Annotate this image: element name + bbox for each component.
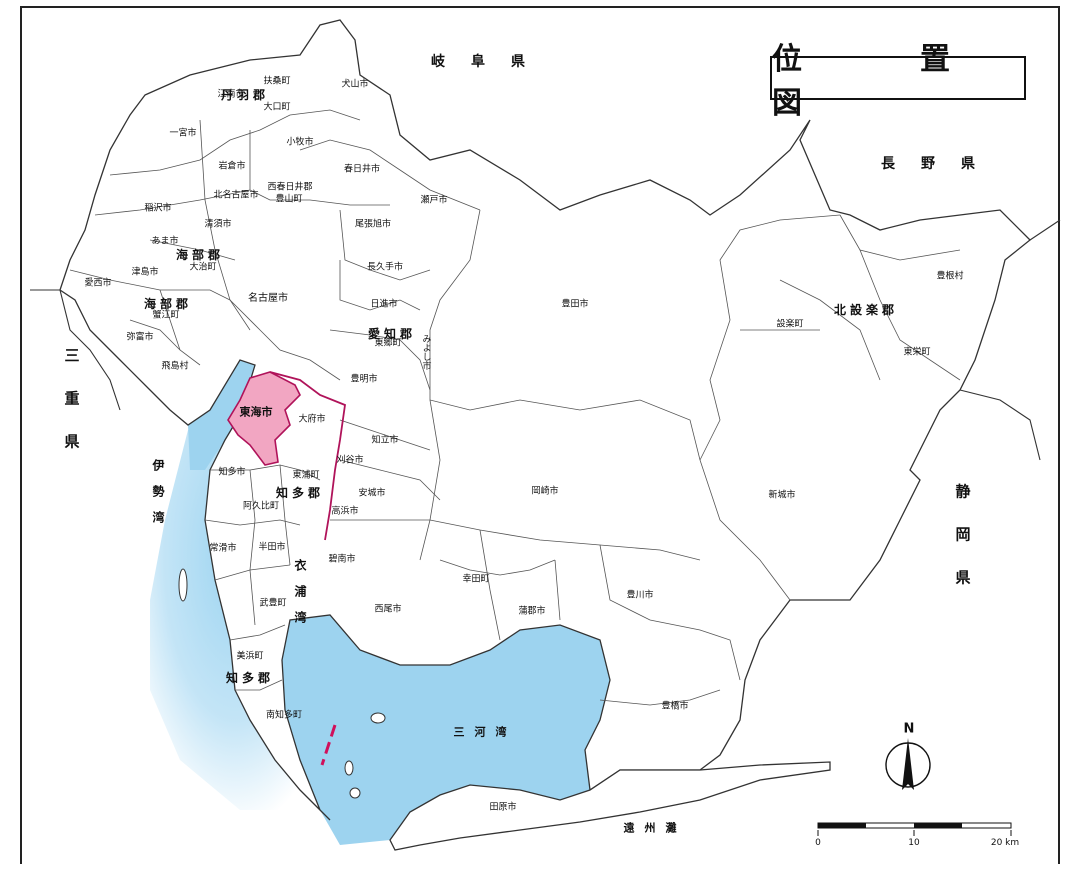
municipality-kota[interactable]: 幸田町 [462, 574, 490, 585]
municipality-taketoyo[interactable]: 武豊町 [259, 598, 287, 609]
ise-bay-label: 伊勢湾 [151, 459, 165, 537]
district-ama-2: 海部郡 [143, 297, 193, 311]
municipality-kiyosu[interactable]: 清須市 [204, 219, 232, 230]
municipality-seto[interactable]: 瀬戸市 [420, 195, 448, 206]
highlight-boundary [269, 371, 346, 541]
kinuura-bay-label: 衣浦湾 [293, 559, 307, 637]
scale-label-10: 10 [908, 838, 920, 848]
municipality-toyota[interactable]: 豊田市 [561, 299, 589, 310]
district-chita-2: 知多郡 [225, 671, 275, 685]
municipality-owariasahi[interactable]: 尾張旭市 [354, 219, 392, 230]
municipality-kitanagoya[interactable]: 北名古屋市 [213, 190, 259, 201]
outer-lines [30, 219, 1061, 461]
ise-bay-north [188, 360, 255, 470]
municipality-ichinomiya[interactable]: 一宮市 [169, 128, 197, 139]
municipality-komaki[interactable]: 小牧市 [286, 137, 314, 148]
atsumi-peninsula [389, 761, 831, 851]
municipality-oguchi[interactable]: 大口町 [263, 102, 291, 113]
map-title: 位 置 図 [772, 42, 1068, 121]
municipality-tsushima[interactable]: 津島市 [131, 267, 159, 278]
municipality-agui[interactable]: 阿久比町 [242, 501, 280, 512]
municipality-nisshin[interactable]: 日進市 [370, 299, 398, 310]
municipality-aisai[interactable]: 愛西市 [84, 278, 112, 289]
mikawa-bay-label: 三河湾 [453, 725, 517, 739]
municipality-kanie[interactable]: 蟹江町 [152, 310, 180, 321]
municipality-higashiura[interactable]: 東浦町 [292, 470, 320, 481]
municipality-fusou[interactable]: 扶桑町 [263, 76, 291, 87]
municipality-konan[interactable]: 江南市 [217, 89, 245, 100]
scale-label-20: 20 km [990, 838, 1020, 848]
municipality-toyokawa[interactable]: 豊川市 [626, 590, 654, 601]
mikawa-bay-water [282, 615, 610, 845]
enshu-nada-label: 遠州灘 [623, 821, 687, 835]
municipality-okazaki[interactable]: 岡崎市 [531, 486, 559, 497]
municipality-shitara[interactable]: 設楽町 [776, 319, 804, 330]
municipality-gamagori[interactable]: 蒲郡市 [518, 606, 546, 617]
municipality-amas[interactable]: あま市 [151, 236, 179, 247]
municipality-oharu[interactable]: 大治町 [189, 262, 217, 273]
municipality-yatomi[interactable]: 弥富市 [126, 332, 154, 343]
municipality-tobishima[interactable]: 飛島村 [161, 361, 189, 372]
district-chita-1: 知多郡 [275, 486, 325, 500]
municipality-shinshiro[interactable]: 新城市 [768, 490, 796, 501]
municipality-toyoyama[interactable]: 豊山町 [275, 194, 303, 205]
municipality-nagoya[interactable]: 名古屋市 [248, 293, 288, 304]
municipality-anjo[interactable]: 安城市 [358, 488, 386, 499]
municipality-tokoname[interactable]: 常滑市 [209, 543, 237, 554]
municipality-mihama[interactable]: 美浜町 [236, 651, 264, 662]
municipality-toyohashi[interactable]: 豊橋市 [661, 701, 689, 712]
municipality-togo[interactable]: 東郷町 [374, 338, 402, 349]
municipality-kasugai[interactable]: 春日井市 [343, 164, 381, 175]
municipality-hekinan[interactable]: 碧南市 [328, 554, 356, 565]
municipality-toyone[interactable]: 豊根村 [936, 271, 964, 282]
municipality-tokai[interactable]: 東海市 [239, 405, 273, 419]
district-aichi: 愛知郡 [367, 327, 417, 341]
municipality-handa[interactable]: 半田市 [258, 542, 286, 553]
district-niwa: 丹羽郡 [220, 88, 270, 102]
district-kitashitara: 北設楽郡 [833, 303, 899, 317]
ferry-route-marker [320, 724, 337, 766]
map-title-box: 位 置 図 [770, 42, 1026, 121]
map-frame [20, 6, 1060, 864]
district-ama-1: 海部郡 [175, 248, 225, 262]
municipal-boundaries [69, 109, 961, 706]
municipality-nagakute[interactable]: 長久手市 [366, 262, 404, 273]
municipality-iwakura[interactable]: 岩倉市 [218, 161, 246, 172]
prefecture-shizuoka: 静岡県 [953, 483, 972, 613]
municipality-inazawa[interactable]: 稲沢市 [144, 203, 172, 214]
municipality-miyoshi[interactable]: みよし市 [420, 334, 431, 370]
municipality-kariya[interactable]: 刈谷市 [336, 455, 364, 466]
prefecture-mie: 三重県 [62, 347, 81, 477]
municipality-inuyama[interactable]: 犬山市 [341, 79, 369, 90]
municipality-toei[interactable]: 東栄町 [903, 347, 931, 358]
municipality-takahama[interactable]: 高浜市 [331, 506, 359, 517]
municipality-minamichita[interactable]: 南知多町 [265, 710, 303, 721]
compass-north-label: N [903, 721, 915, 737]
prefecture-gifu: 岐阜県 [431, 54, 551, 70]
district-nishikasugai: 西春日井郡 [267, 182, 313, 193]
scale-label-0: 0 [815, 838, 821, 848]
municipality-chita[interactable]: 知多市 [218, 467, 246, 478]
islands [178, 568, 386, 799]
municipality-obu[interactable]: 大府市 [298, 414, 326, 425]
prefecture-nagano: 長野県 [881, 156, 1001, 172]
ise-bay-water [150, 420, 320, 810]
municipality-toyoake[interactable]: 豊明市 [350, 374, 378, 385]
municipality-tahara[interactable]: 田原市 [489, 802, 517, 813]
scale-bar [817, 822, 1012, 836]
north-arrow-icon [885, 738, 931, 790]
municipality-chiryu[interactable]: 知立市 [371, 435, 399, 446]
tokai-city-area [227, 371, 301, 466]
municipality-nishio[interactable]: 西尾市 [374, 604, 402, 615]
